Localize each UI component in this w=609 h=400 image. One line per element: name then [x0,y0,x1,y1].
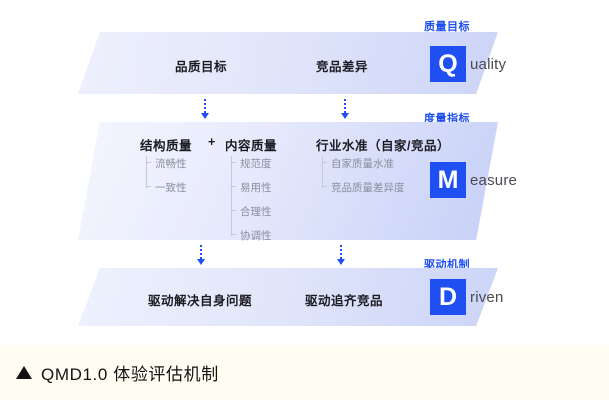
arrow-quality-to-measure-right [340,99,349,119]
measure-column-2-item-2: 易用性 [240,182,272,194]
arrow-head [336,259,345,265]
rail-content [231,156,232,236]
badge-quality: Q uality [430,46,506,82]
arrow-head [200,113,209,119]
badge-word-measure: easure [470,171,518,189]
plus-sign: + [208,135,216,149]
arrow-measure-to-driven-left [196,245,205,265]
arrow-measure-to-driven-right [336,245,345,265]
quality-column-1-title: 品质目标 [175,60,228,74]
measure-column-1-item-2: 一致性 [155,182,187,194]
band-measure [78,122,498,240]
driven-column-1-title: 驱动解决自身问题 [148,294,253,308]
tick-industry-1 [322,162,327,163]
measure-column-2-item-1: 规范度 [240,158,272,170]
badge-letter-d: D [430,279,466,315]
quality-column-2-title: 竞品差异 [316,60,369,74]
tick-content-1 [231,162,236,163]
stage-label-quality: 质量目标 [424,21,470,33]
badge-letter-m: M [430,162,466,198]
measure-column-2-item-4: 协调性 [240,230,272,242]
measure-column-2-item-3: 合理性 [240,206,272,218]
measure-column-3-item-1: 自家质量水准 [331,158,394,170]
arrow-dots [339,245,342,259]
arrow-dots [199,245,202,259]
badge-word-driven: riven [470,288,504,306]
measure-column-1-item-1: 流畅性 [155,158,187,170]
measure-column-2-title: 内容质量 [225,139,278,153]
band-driven [78,268,498,326]
arrow-dots [343,99,346,113]
measure-column-3-item-2: 竞品质量差异度 [331,182,405,194]
tick-content-3 [231,210,236,211]
diagram-canvas: 质量目标 品质目标 竞品差异 Q uality 度量指标 结构质量 + 流畅性 … [78,21,517,326]
badge-letter-q: Q [430,46,466,82]
band-quality [78,32,498,94]
badge-driven: D riven [430,279,504,315]
tick-content-4 [231,234,236,235]
arrow-head [196,259,205,265]
caption-text: QMD1.0 体验评估机制 [41,365,219,384]
rail-industry [322,156,323,188]
tick-structure-1 [146,162,151,163]
driven-column-2-title: 驱动追齐竞品 [305,294,384,308]
tick-structure-2 [146,186,151,187]
arrow-head [340,113,349,119]
measure-column-3-title: 行业水准（自家/竞品） [316,139,450,153]
badge-word-quality: uality [470,55,507,73]
triangle-up-icon [16,366,32,379]
tick-industry-2 [322,186,327,187]
badge-measure: M easure [430,162,517,198]
arrow-dots [203,99,206,113]
caption-bar: QMD1.0 体验评估机制 [0,345,609,400]
rail-structure [146,156,147,188]
arrow-quality-to-measure-left [200,99,209,119]
measure-column-1-title: 结构质量 [140,139,193,153]
tick-content-2 [231,186,236,187]
